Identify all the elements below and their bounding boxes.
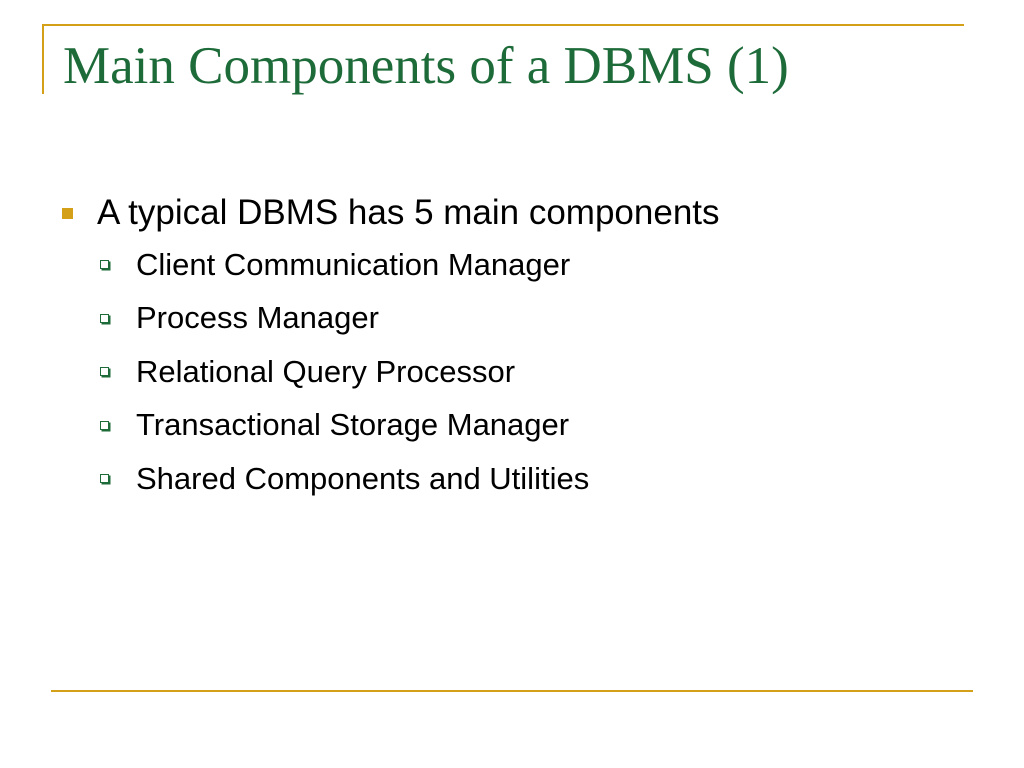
- hollow-square-bullet-icon: [100, 313, 109, 323]
- sub-bullet-item: Relational Query Processor: [62, 345, 962, 399]
- bullet-item: A typical DBMS has 5 main components: [62, 188, 962, 238]
- bullet-text: A typical DBMS has 5 main components: [97, 193, 720, 232]
- hollow-square-bullet-icon: [100, 367, 109, 377]
- sub-bullet-text: Transactional Storage Manager: [136, 407, 570, 443]
- sub-bullet-text: Process Manager: [136, 300, 379, 336]
- sub-bullet-item: Process Manager: [62, 292, 962, 346]
- sub-bullet-list: Client Communication Manager Process Man…: [62, 238, 962, 506]
- sub-bullet-item: Client Communication Manager: [62, 238, 962, 292]
- hollow-square-bullet-icon: [100, 420, 109, 430]
- frame-top-line: [42, 24, 964, 26]
- sub-bullet-item: Shared Components and Utilities: [62, 452, 962, 506]
- footer-divider: [51, 690, 973, 692]
- frame-left-line: [42, 24, 44, 94]
- hollow-square-bullet-icon: [100, 260, 109, 270]
- sub-bullet-text: Relational Query Processor: [136, 353, 516, 389]
- slide-body: A typical DBMS has 5 main components Cli…: [62, 188, 962, 506]
- slide-title: Main Components of a DBMS (1): [63, 37, 789, 95]
- square-bullet-icon: [62, 207, 73, 219]
- sub-bullet-text: Client Communication Manager: [136, 246, 571, 282]
- sub-bullet-text: Shared Components and Utilities: [136, 460, 590, 496]
- sub-bullet-item: Transactional Storage Manager: [62, 399, 962, 453]
- hollow-square-bullet-icon: [100, 474, 109, 484]
